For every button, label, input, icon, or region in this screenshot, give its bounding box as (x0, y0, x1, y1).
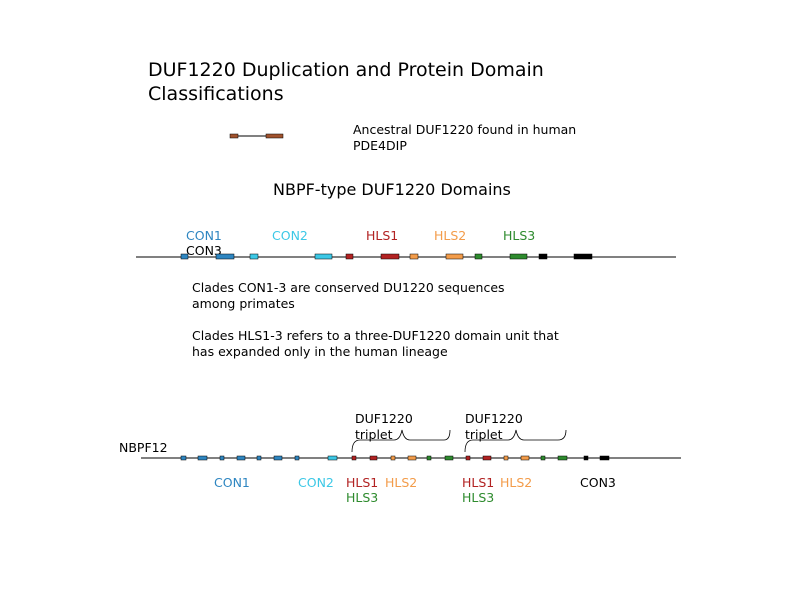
legend-domain-right (265, 133, 284, 139)
domain-con2 (249, 253, 259, 260)
page-title: DUF1220 Duplication and Protein Domain C… (148, 59, 544, 105)
note-con-clades: Clades CON1-3 are conserved DU1220 seque… (192, 280, 505, 311)
nbpf12-domain-con1 (180, 455, 187, 461)
section-title: NBPF-type DUF1220 Domains (273, 180, 511, 199)
nbpf12-domain-con3 (599, 455, 610, 461)
nbpf12-label-hls3-a: HLS3 (346, 490, 379, 505)
domain-hls1 (380, 253, 400, 260)
label-hls3: HLS3 (503, 228, 536, 243)
triplet-label-1: DUF1220 triplet (355, 411, 413, 442)
nbpf12-domain-hls3 (557, 455, 568, 461)
domain-hls1 (345, 253, 354, 260)
nbpf12-domain-hls3 (426, 455, 432, 461)
nbpf12-label-hls1-b: HLS1 (462, 475, 495, 490)
legend-text: Ancestral DUF1220 found in human PDE4DIP (353, 122, 577, 153)
nbpf12-domain-con1 (273, 455, 283, 461)
nbpf12-domain-hls1 (369, 455, 378, 461)
label-hls2: HLS2 (434, 228, 467, 243)
domain-hls3 (509, 253, 528, 260)
nbpf12-domain-hls1 (351, 455, 357, 461)
label-con3: CON3 (186, 243, 222, 258)
nbpf12-label-con1: CON1 (214, 475, 250, 490)
domain-con3 (573, 253, 593, 260)
label-con1: CON1 (186, 228, 222, 243)
nbpf12-domain-hls1 (465, 455, 471, 461)
nbpf12-domain-hls2 (503, 455, 509, 461)
nbpf12-domain-con1 (294, 455, 300, 461)
nbpf12-label-hls1-a: HLS1 (346, 475, 379, 490)
nbpf12-domain-con3 (583, 455, 589, 461)
nbpf12-domain-con1 (197, 455, 208, 461)
nbpf12-domain-hls2 (390, 455, 396, 461)
nbpf12-label-con3: CON3 (580, 475, 616, 490)
nbpf12-label-con2: CON2 (298, 475, 334, 490)
triplet-brace-2 (464, 429, 567, 453)
label-hls1: HLS1 (366, 228, 399, 243)
legend-domain-left (229, 133, 239, 139)
note-hls-clades: Clades HLS1-3 refers to a three-DUF1220 … (192, 328, 559, 359)
domain-con2 (314, 253, 333, 260)
nbpf12-domain-hls1 (482, 455, 492, 461)
nbpf12-domain-hls2 (520, 455, 530, 461)
triplet-label-2: DUF1220 triplet (465, 411, 523, 442)
nbpf12-label: NBPF12 (119, 440, 168, 455)
nbpf12-label-hls3-b: HLS3 (462, 490, 495, 505)
nbpf12-domain-hls2 (407, 455, 417, 461)
domain-con1 (180, 253, 189, 260)
nbpf12-domain-hls3 (540, 455, 546, 461)
nbpf12-label-hls2-a: HLS2 (385, 475, 418, 490)
domain-con3 (538, 253, 548, 260)
nbpf12-domain-hls3 (444, 455, 454, 461)
nbpf12-domain-con2 (327, 455, 338, 461)
nbpf12-domain-con1 (256, 455, 262, 461)
nbpf12-label-hls2-b: HLS2 (500, 475, 533, 490)
domain-hls3 (474, 253, 483, 260)
domain-hls2 (445, 253, 464, 260)
nbpf12-domain-con1 (219, 455, 225, 461)
domain-hls2 (409, 253, 419, 260)
triplet-brace-1 (351, 429, 451, 453)
domain-con1 (215, 253, 235, 260)
nbpf12-domain-con1 (236, 455, 246, 461)
label-con2: CON2 (272, 228, 308, 243)
